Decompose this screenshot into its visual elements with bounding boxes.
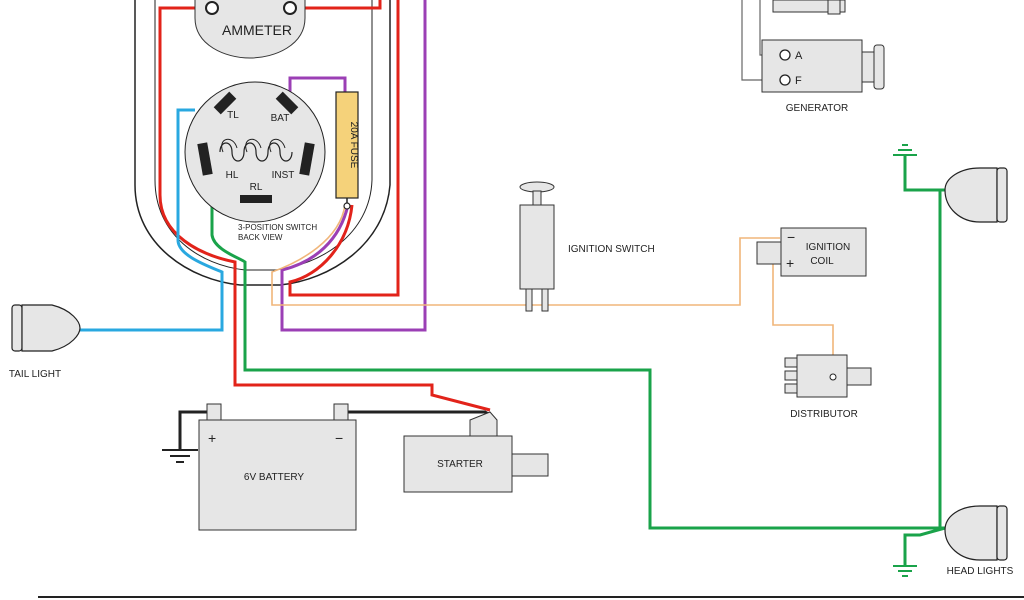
black-wire-battery-neg <box>340 410 493 418</box>
red-wire-starter <box>158 6 491 412</box>
fuse-label: 20A FUSE <box>348 122 359 169</box>
green-wire-ground-bottom <box>903 526 946 565</box>
green-wire-headlight-top <box>903 155 945 192</box>
green-wire <box>210 184 945 530</box>
ammeter: AMMETER <box>194 0 306 59</box>
headlight-ground-icon-bottom <box>893 565 917 577</box>
battery-ground-icon <box>162 449 198 463</box>
head-light-top <box>944 167 1008 223</box>
dash-panel-outer <box>134 0 391 286</box>
ignition-switch: IGNITION SWITCH <box>519 181 655 312</box>
switch-hl-label: HL <box>226 170 239 181</box>
fuse: 20A FUSE <box>335 91 359 210</box>
generator-label: GENERATOR <box>786 103 848 114</box>
battery-minus: − <box>335 430 343 446</box>
coil-plus: + <box>786 255 794 271</box>
battery: + − 6V BATTERY <box>198 403 357 531</box>
ignition-switch-label: IGNITION SWITCH <box>568 244 655 255</box>
ignition-coil-label-2: COIL <box>810 256 834 267</box>
head-light-bottom <box>944 505 1008 561</box>
generator: A F GENERATOR <box>761 0 885 114</box>
headlight-ground-icon-top <box>893 144 917 156</box>
coil-minus: − <box>787 229 795 245</box>
three-position-switch: TL BAT HL RL INST 3-POSITION SWITCH BACK… <box>184 81 326 242</box>
tail-light: TAIL LIGHT <box>9 304 81 380</box>
switch-caption-1: 3-POSITION SWITCH <box>238 223 317 232</box>
starter: STARTER <box>403 411 549 493</box>
red-wire-right <box>288 0 400 297</box>
tan-wire <box>271 204 780 306</box>
purple-wire-fuse <box>288 76 347 100</box>
tail-light-label: TAIL LIGHT <box>9 369 61 380</box>
switch-rl-label: RL <box>250 182 263 193</box>
distributor-label: DISTRIBUTOR <box>790 409 858 420</box>
switch-caption-2: BACK VIEW <box>238 233 283 242</box>
switch-inst-label: INST <box>272 170 295 181</box>
battery-plus: + <box>208 430 216 446</box>
head-lights-label: HEAD LIGHTS <box>947 566 1014 577</box>
ignition-coil-label-1: IGNITION <box>806 242 850 253</box>
purple-wire <box>280 0 427 332</box>
battery-label: 6V BATTERY <box>244 472 305 483</box>
ammeter-label: AMMETER <box>222 22 292 38</box>
switch-bat-label: BAT <box>271 113 290 124</box>
black-wire-battery-pos <box>178 410 214 450</box>
blue-wire <box>80 108 224 332</box>
ignition-coil: − + IGNITION COIL <box>756 227 867 277</box>
generator-a-label: A <box>795 50 803 62</box>
distributor: DISTRIBUTOR <box>784 354 872 420</box>
switch-tl-label: TL <box>227 110 239 121</box>
switch-coil <box>219 142 293 162</box>
generator-f-label: F <box>795 75 802 87</box>
starter-label: STARTER <box>437 459 483 470</box>
red-wire-bat <box>290 0 382 10</box>
